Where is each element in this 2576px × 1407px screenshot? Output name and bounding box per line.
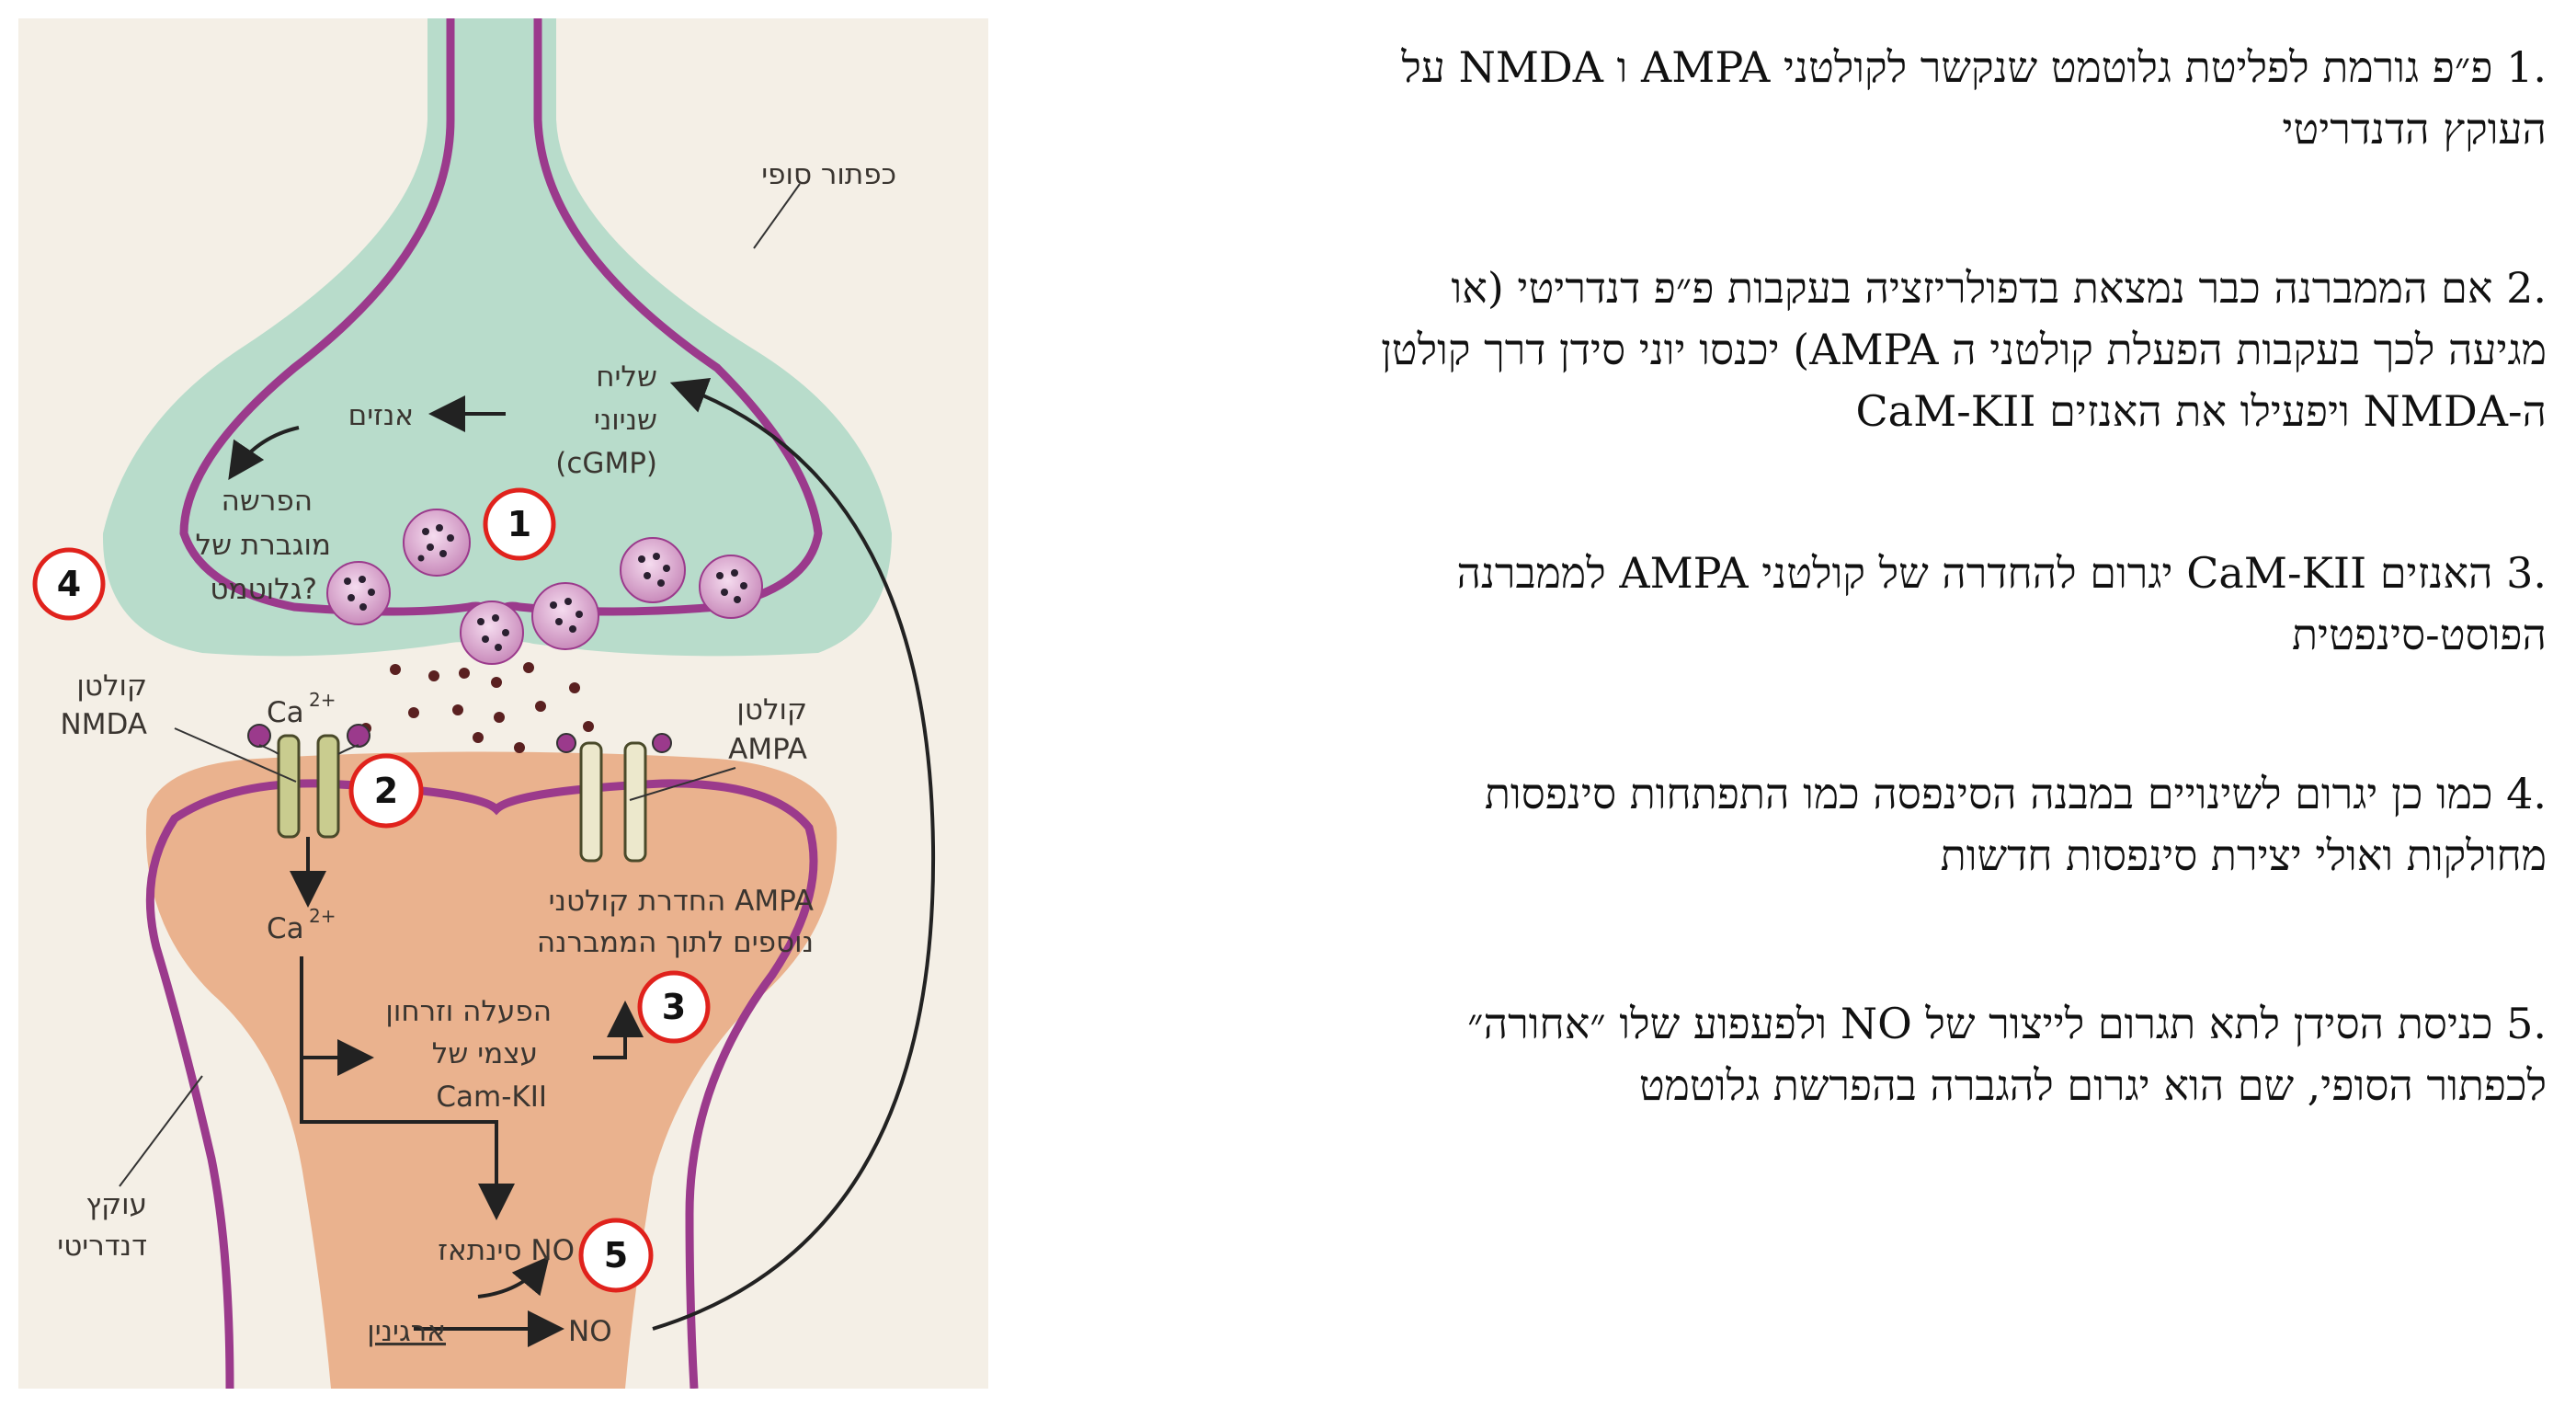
item-number: .3 — [2506, 548, 2547, 598]
svg-text:עוקץ: עוקץ — [85, 1188, 147, 1221]
vesicle — [699, 555, 763, 619]
item-line: אם הממברנה כבר נמצאת בדפולריזציה בעקבות … — [1451, 263, 2493, 313]
label-nmda-receptor: קולטן NMDA — [61, 669, 147, 741]
presynaptic-terminal — [102, 18, 892, 662]
svg-text:שליח: שליח — [596, 360, 657, 394]
item-line: פ״פ גורמת לפליטת גלוטמט שנקשר לקולטני AM… — [1401, 42, 2493, 92]
svg-text:2+: 2+ — [309, 905, 336, 927]
pathway-arrows — [228, 377, 936, 1347]
svg-text:החדרת קולטני AMPA: החדרת קולטני AMPA — [549, 885, 814, 918]
synapse-figure: כפתור סופי שליח שניוני (cGMP) אנזים הפרש… — [18, 18, 988, 1389]
item-line: העוקץ הדנדריטי — [2282, 104, 2547, 154]
item-number: .4 — [2506, 769, 2547, 818]
item-line: כניסת הסידן לתא תגרום לייצור של NO ולפעפ… — [1467, 999, 2493, 1048]
svg-text:2: 2 — [374, 771, 398, 811]
svg-text:דנדריטי: דנדריטי — [57, 1230, 147, 1263]
item-line: מחולקות ואולי יצירת סינפסות חדשות — [1940, 830, 2547, 880]
svg-text:מוגברת של: מוגברת של — [195, 529, 331, 562]
postsynaptic-membrane — [145, 779, 818, 1389]
label-ca-top: Ca 2+ — [267, 689, 336, 729]
svg-text:הפעלה וזרחון: הפעלה וזרחון — [385, 995, 552, 1028]
list-item-4: .4 כמו כן יגרום לשינויים במבנה הסינפסה כ… — [1020, 763, 2547, 887]
svg-text:2+: 2+ — [309, 689, 336, 711]
svg-text:Ca: Ca — [267, 912, 304, 945]
marker-1: 1 — [483, 487, 556, 561]
vesicle — [620, 537, 686, 603]
label-dendritic-spine: עוקץ דנדריטי — [57, 1188, 147, 1263]
svg-text:שניוני: שניוני — [594, 404, 657, 437]
svg-text:NMDA: NMDA — [61, 708, 147, 741]
postsynaptic-spine — [145, 751, 838, 1389]
svg-text:5: 5 — [604, 1235, 628, 1275]
label-camkii-activation: הפעלה וזרחון עצמי של Cam-KII — [385, 995, 552, 1114]
svg-text:Cam-KII: Cam-KII — [436, 1081, 547, 1114]
label-ca-bottom: Ca 2+ — [267, 905, 336, 945]
svg-text:AMPA: AMPA — [728, 733, 807, 766]
list-item-1: .1 פ״פ גורמת לפליטת גלוטמט שנקשר לקולטני… — [1020, 37, 2547, 160]
svg-text:קולטן: קולטן — [736, 693, 807, 726]
label-no-synthase: סינתאז NO — [438, 1234, 575, 1267]
label-arginine: ארגינין — [367, 1315, 446, 1348]
item-line: האנזים CaM-KII יגרום להחדרה של קולטני AM… — [1456, 548, 2493, 598]
svg-text:(cGMP): (cGMP) — [555, 447, 657, 480]
ampa-receptor — [556, 733, 672, 863]
label-ampa-receptor: קולטן AMPA — [728, 693, 807, 766]
pointer-lines — [119, 183, 801, 1187]
svg-text:קולטן: קולטן — [76, 669, 147, 703]
item-number: .1 — [2506, 42, 2547, 92]
synapse-diagram: כפתור סופי שליח שניוני (cGMP) אנזים הפרש… — [18, 18, 988, 1389]
svg-text:1: 1 — [507, 504, 531, 544]
vesicle — [403, 509, 471, 577]
label-enzymes: אנזים — [348, 399, 414, 432]
list-item-2: .2 אם הממברנה כבר נמצאת בדפולריזציה בעקב… — [1020, 257, 2547, 442]
svg-text:4: 4 — [57, 564, 81, 604]
list-item-5: .5 כניסת הסידן לתא תגרום לייצור של NO ול… — [1020, 993, 2547, 1116]
vesicles — [326, 509, 763, 665]
item-line: הפוסט-סינפטית — [2291, 610, 2547, 659]
label-ampa-insertion: החדרת קולטני AMPA נוספים לתוך הממברנה — [537, 885, 814, 959]
svg-text:עצמי של: עצמי של — [432, 1037, 538, 1070]
item-line: ה-NMDA ויפעילו את האנזים CaM-KII — [1855, 386, 2547, 436]
svg-text:3: 3 — [662, 987, 686, 1027]
vesicle-fusing — [460, 601, 524, 665]
marker-4: 4 — [32, 547, 106, 621]
label-enhanced-release: הפרשה מוגברת של גלוטמט? — [195, 485, 331, 606]
svg-text:נוספים לתוך הממברנה: נוספים לתוך הממברנה — [537, 926, 814, 959]
vesicle — [326, 561, 391, 625]
svg-text:הפרשה: הפרשה — [222, 485, 313, 518]
vesicle — [531, 582, 599, 650]
label-terminal: כפתור סופי — [761, 158, 896, 191]
nmda-receptor — [247, 724, 370, 839]
svg-text:Ca: Ca — [267, 696, 304, 729]
svg-text:גלוטמט?: גלוטמט? — [210, 573, 317, 606]
item-number: .5 — [2506, 999, 2547, 1048]
marker-3: 3 — [637, 970, 711, 1044]
item-line: כמו כן יגרום לשינויים במבנה הסינפסה כמו … — [1484, 769, 2493, 818]
item-line: לכפתור הסופי, שם הוא יגרום להגברה בהפרשת… — [1638, 1060, 2547, 1110]
marker-5: 5 — [578, 1218, 654, 1293]
label-second-messenger: שליח שניוני (cGMP) — [555, 360, 657, 480]
item-line: מגיעה לכך בעקבות הפעלת קולטני ה AMPA) יכ… — [1381, 325, 2547, 374]
label-no-product: NO — [568, 1315, 612, 1348]
marker-2: 2 — [348, 753, 424, 829]
item-number: .2 — [2506, 263, 2547, 313]
list-item-3: .3 האנזים CaM-KII יגרום להחדרה של קולטני… — [1020, 543, 2547, 666]
